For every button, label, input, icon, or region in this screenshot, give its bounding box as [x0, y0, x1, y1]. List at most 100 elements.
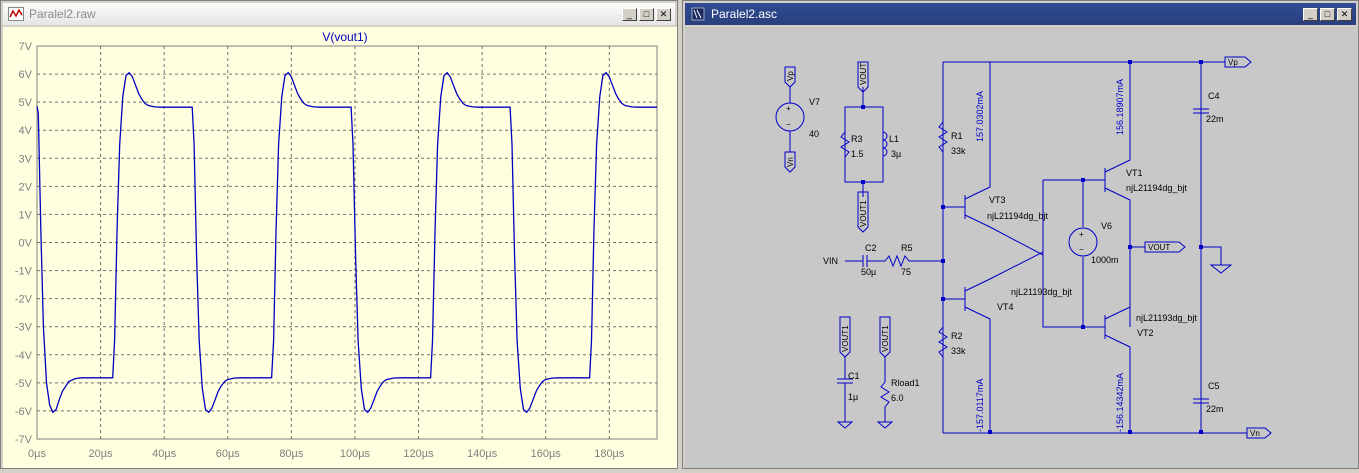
- r2-value: 33k: [951, 346, 966, 356]
- vn-label: Vn: [1250, 429, 1260, 438]
- c2-capacitor: [862, 255, 868, 267]
- maximize-button[interactable]: □: [1320, 7, 1335, 21]
- schematic-window: Paralel2.asc _ □ ✕: [682, 0, 1359, 469]
- y-tick-label: 2V: [19, 181, 33, 193]
- c1-name: C1: [848, 371, 860, 381]
- x-tick-label: 140µs: [467, 448, 498, 460]
- c2-value: 50µ: [861, 267, 876, 277]
- y-tick-label: 1V: [19, 209, 33, 221]
- r5-value: 75: [901, 267, 911, 277]
- waveform-icon: [7, 5, 25, 23]
- vout-label: VOUT: [1148, 243, 1170, 252]
- vt3-model: njL21194dg_bjt: [987, 211, 1048, 221]
- rload-name: Rload1: [891, 378, 920, 388]
- c1-vout1-flag: VOUT1: [841, 325, 850, 352]
- v7-vp-flag: Vp: [786, 71, 795, 81]
- close-button[interactable]: ✕: [1337, 7, 1352, 21]
- vt4-model: njL21193dg_bjt: [1011, 287, 1072, 297]
- c5-name: C5: [1208, 381, 1220, 391]
- vt4-transistor: [943, 278, 991, 433]
- waveform-plot[interactable]: V(vout1) 7V6V5V4V3V2V1V0V-1V-2V-3V-4V-5V…: [3, 27, 677, 468]
- c1-value: 1µ: [848, 392, 858, 402]
- schematic-titlebar[interactable]: Paralel2.asc _ □ ✕: [685, 3, 1356, 25]
- v6-source: [1068, 227, 1098, 257]
- x-tick-label: 80µs: [279, 448, 304, 460]
- trace-title[interactable]: V(vout1): [322, 30, 367, 44]
- r1-value: 33k: [951, 146, 966, 156]
- schematic-drawing[interactable]: Vp Vn VOUT VIN Vp Vn VOUT VOUT1 VOUT1 VO…: [685, 27, 1358, 468]
- x-tick-label: 100µs: [340, 448, 371, 460]
- trace-vout1[interactable]: [36, 71, 657, 414]
- schematic-canvas[interactable]: Vp Vn VOUT VIN Vp Vn VOUT VOUT1 VOUT1 VO…: [685, 27, 1358, 468]
- junction-dots: [861, 60, 1203, 434]
- y-tick-label: 0V: [19, 238, 33, 250]
- v7-value: 40: [809, 129, 819, 139]
- y-tick-label: 7V: [19, 41, 33, 53]
- v6-loop: [1042, 179, 1084, 328]
- r3-name: R3: [851, 134, 863, 144]
- current-vt1-collector: 156.18907mA: [1115, 79, 1125, 135]
- vt2-transistor: [1083, 306, 1131, 433]
- x-tick-label: 120µs: [403, 448, 434, 460]
- r2-name: R2: [951, 331, 963, 341]
- current-vt4-collector: -157.0117mA: [975, 379, 985, 432]
- l1-value: 3µ: [891, 149, 901, 159]
- close-button[interactable]: ✕: [656, 7, 671, 21]
- ground-symbol: [1201, 246, 1233, 274]
- c5-value: 22m: [1206, 404, 1224, 414]
- r3-value: 1.5: [851, 149, 864, 159]
- vt2-model: njL21193dg_bjt: [1136, 313, 1197, 323]
- vt1-model: njL21194dg_bjt: [1126, 183, 1187, 193]
- v7-vn-flag: Vn: [786, 157, 795, 167]
- vout-flag-top: VOUT: [859, 63, 868, 85]
- r5-name: R5: [901, 243, 913, 253]
- y-tick-label: -3V: [15, 322, 33, 334]
- c1-ground: [836, 421, 854, 429]
- c4-capacitor: [1193, 97, 1209, 114]
- v7-name: V7: [809, 97, 820, 107]
- v6-minus: −: [1079, 245, 1084, 254]
- y-tick-label: 3V: [19, 153, 33, 165]
- l1-name: L1: [889, 134, 899, 144]
- v6-value: 1000m: [1091, 255, 1119, 265]
- l1-inductor: [882, 131, 888, 157]
- minimize-button[interactable]: _: [622, 7, 637, 21]
- x-tick-label: 40µs: [152, 448, 177, 460]
- y-tick-label: 5V: [19, 97, 33, 109]
- schematic-icon: [689, 5, 707, 23]
- v6-name: V6: [1101, 221, 1112, 231]
- vin-label: VIN: [823, 256, 838, 266]
- x-tick-label: 0µs: [28, 448, 46, 460]
- c1-capacitor: [837, 357, 853, 422]
- y-tick-label: -2V: [15, 294, 33, 306]
- rload-value: 6.0: [891, 393, 904, 403]
- waveform-window-title: Paralel2.raw: [29, 7, 96, 21]
- x-tick-label: 180µs: [594, 448, 625, 460]
- c2-name: C2: [865, 243, 877, 253]
- y-tick-label: 6V: [19, 69, 33, 81]
- vin-network: [845, 254, 943, 268]
- x-tick-label: 60µs: [216, 448, 241, 460]
- current-vt2-collector: -156.14342mA: [1115, 373, 1125, 432]
- c5-capacitor: [1193, 387, 1209, 404]
- rload-resistor: [880, 357, 890, 422]
- c4-name: C4: [1208, 91, 1220, 101]
- maximize-button[interactable]: □: [639, 7, 654, 21]
- vt3-name: VT3: [989, 195, 1006, 205]
- v7-plus: +: [786, 104, 791, 113]
- c4-value: 22m: [1206, 114, 1224, 124]
- waveform-titlebar[interactable]: Paralel2.raw _ □ ✕: [3, 3, 675, 25]
- y-tick-label: -5V: [15, 378, 33, 390]
- rload-ground: [876, 421, 894, 429]
- r3-resistor: [840, 131, 850, 158]
- vt3-transistor: [943, 62, 991, 228]
- vt1-name: VT1: [1126, 168, 1143, 178]
- r1-resistor: [938, 121, 948, 153]
- schematic-window-title: Paralel2.asc: [711, 7, 778, 21]
- y-tick-label: -1V: [15, 266, 33, 278]
- vout1-flag: VOUT1: [859, 200, 868, 227]
- minimize-button[interactable]: _: [1303, 7, 1318, 21]
- vt4-name: VT4: [997, 302, 1014, 312]
